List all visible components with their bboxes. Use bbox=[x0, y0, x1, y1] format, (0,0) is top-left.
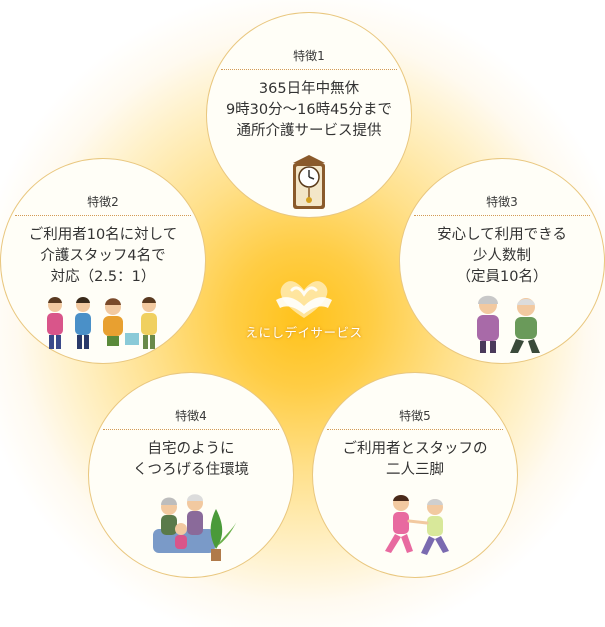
feature-text: ご利用者とスタッフの 二人三脚 bbox=[319, 439, 511, 481]
feature-text: 安心して利用できる 少人数制 （定員10名） bbox=[406, 225, 598, 288]
feature-line: 対応（2.5：1） bbox=[50, 269, 156, 285]
elderly-couple-icon bbox=[477, 295, 540, 353]
divider bbox=[221, 69, 397, 70]
feature-line: 通所介護サービス提供 bbox=[236, 123, 382, 139]
feature-line: 介護スタッフ4名で bbox=[40, 248, 166, 264]
divider bbox=[327, 429, 503, 430]
feature-line: 安心して利用できる bbox=[437, 227, 567, 243]
feature-line: 自宅のように bbox=[147, 441, 235, 457]
feature-title: 特徴1 bbox=[293, 49, 325, 63]
feature-circle-4: 特徴4 自宅のように くつろげる住環境 bbox=[88, 372, 294, 578]
feature-line: 二人三脚 bbox=[386, 462, 444, 478]
feature-line: 9時30分〜16時45分まで bbox=[225, 102, 393, 118]
feature-title: 特徴5 bbox=[399, 409, 431, 423]
feature-line: 365日年中無休 bbox=[258, 81, 360, 97]
feature-title: 特徴4 bbox=[175, 409, 207, 423]
divider bbox=[414, 215, 590, 216]
feature-line: ご利用者10名に対して bbox=[28, 227, 178, 243]
feature-title: 特徴3 bbox=[486, 195, 518, 209]
feature-text: 365日年中無休 9時30分〜16時45分まで 通所介護サービス提供 bbox=[213, 79, 405, 142]
center-logo bbox=[262, 270, 346, 354]
feature-circle-2: 特徴2 ご利用者10名に対して 介護スタッフ4名で 対応（2.5：1） bbox=[0, 158, 206, 364]
center-label: えにしデイサービス bbox=[245, 325, 363, 340]
divider bbox=[103, 429, 279, 430]
feature-text: ご利用者10名に対して 介護スタッフ4名で 対応（2.5：1） bbox=[7, 225, 199, 288]
feature-text: 自宅のように くつろげる住環境 bbox=[95, 439, 287, 481]
pendulum-clock-icon bbox=[293, 155, 325, 209]
feature-title: 特徴2 bbox=[87, 195, 119, 209]
feature-line: ご利用者とスタッフの bbox=[342, 441, 488, 457]
feature-line: くつろげる住環境 bbox=[133, 462, 249, 478]
feature-line: （定員10名） bbox=[456, 269, 548, 285]
handshake-heart-icon bbox=[276, 281, 332, 318]
family-sofa-icon bbox=[153, 494, 237, 561]
feature-circle-5: 特徴5 ご利用者とスタッフの 二人三脚 bbox=[312, 372, 518, 578]
walking-together-icon bbox=[385, 495, 449, 555]
care-staff-group-icon bbox=[47, 297, 157, 349]
divider bbox=[15, 215, 191, 216]
feature-circle-1: 特徴1 365日年中無休 9時30分〜16時45分まで 通所介護サービス提供 bbox=[206, 12, 412, 218]
feature-circle-3: 特徴3 安心して利用できる 少人数制 （定員10名） bbox=[399, 158, 605, 364]
feature-line: 少人数制 bbox=[473, 248, 531, 264]
